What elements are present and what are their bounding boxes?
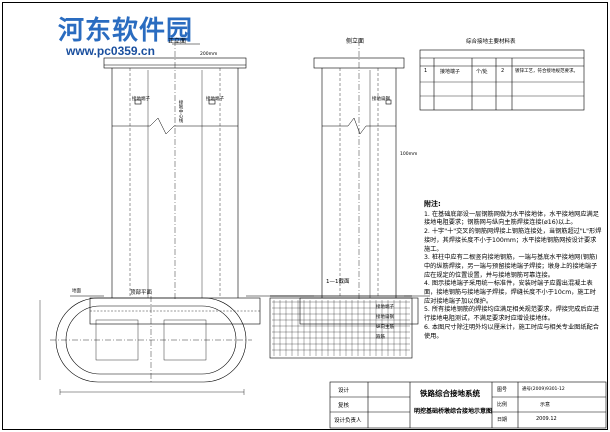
note-item: 3. 桩柱中应有二根竖向接地钢筋，一端与基底水平接地网(钢筋)中的纵筋焊接，另一… [424, 254, 598, 279]
note-item: 6. 本图尺寸除注明外均以厘米计，施工时应与相关专业图纸配合使用。 [424, 323, 599, 340]
note-item: 1. 在基础底部设一层钢筋网做为水平接地体，水平接地网应满足接地电阻要求；钢筋网… [424, 210, 599, 227]
watermark-site-name: 河东软件园 [58, 16, 194, 46]
materials-row-name: 接地端子 [440, 69, 461, 75]
notes-block: 附注: 1. 在基础底部设一层钢筋网做为水平接地体，水平接地网应满足接地电阻要求… [424, 200, 602, 341]
front-elevation-view [70, 40, 282, 325]
materials-title: 综合接地主要材料表 [466, 39, 516, 45]
date-value: 2009.12 [536, 416, 557, 422]
section-label-rebar: 纵向主筋 [376, 325, 394, 330]
drawing-number: 通号(2009)9301-12 [522, 387, 565, 392]
section-view-title: 1—1截面 [326, 279, 350, 285]
plan-view-title: 顶部平面 [130, 290, 153, 296]
note-item: 4. 图示接地端子采用统一标准件，安装时端子应露出混凝土表面，接地钢筋与接地端子… [424, 280, 596, 305]
watermark-url: www.pc0359.cn [66, 44, 155, 58]
dimension-label-top: 200mm [200, 52, 218, 57]
project-name: 铁路综合接地系统 [420, 389, 480, 398]
note-item: 5. 所有接地钢筋的焊接均应满足相关规范要求，焊接完成后应进行接地电阻测试，不满… [424, 306, 599, 323]
drawing-number-label: 图号 [497, 387, 508, 393]
section-label-steel: 接地扁钢 [376, 315, 394, 320]
title-block-lead: 设计负责人 [334, 418, 362, 424]
materials-row-note: 镀锌工艺，符合接地规范要求。 [515, 69, 578, 74]
materials-row-qty: 2 [501, 68, 505, 74]
title-block-design: 设计 [338, 388, 350, 394]
section-label-stirrup: 箍筋 [376, 335, 385, 340]
front-view-title: 正立面 [168, 38, 187, 45]
section-label-terminal: 接地端子 [376, 305, 394, 310]
materials-table [419, 49, 585, 111]
section-view [269, 295, 413, 359]
title-block-review: 复核 [338, 403, 350, 409]
materials-row-no: 1 [424, 68, 428, 74]
scale-label: 比例 [497, 402, 508, 408]
side-view-title: 侧立面 [346, 38, 365, 45]
drawing-title: 明挖基础桥墩综合接地示意图 [414, 408, 493, 415]
terminal-label-right: 接地端子 [206, 97, 224, 102]
side-dimension-label: 100mm [400, 152, 418, 157]
terminal-label-left: 接地端子 [132, 97, 150, 102]
side-steel-label: 接地扁钢 [372, 97, 390, 102]
notes-heading: 附注: [424, 200, 441, 208]
center-line-label: 接地中心线 [178, 100, 183, 123]
scale-value: 示意 [540, 402, 551, 408]
date-label: 日期 [497, 417, 508, 423]
materials-row-unit: 个/处 [476, 69, 488, 75]
ground-label: 地面 [72, 289, 81, 294]
side-elevation-view [282, 40, 430, 325]
title-block-grid [329, 381, 607, 429]
plan-view [39, 296, 252, 395]
note-item: 2. 十字"十"交叉的钢筋网焊接上钢筋连接处，当钢筋超过"L"形焊接时，其焊接长… [424, 228, 602, 253]
